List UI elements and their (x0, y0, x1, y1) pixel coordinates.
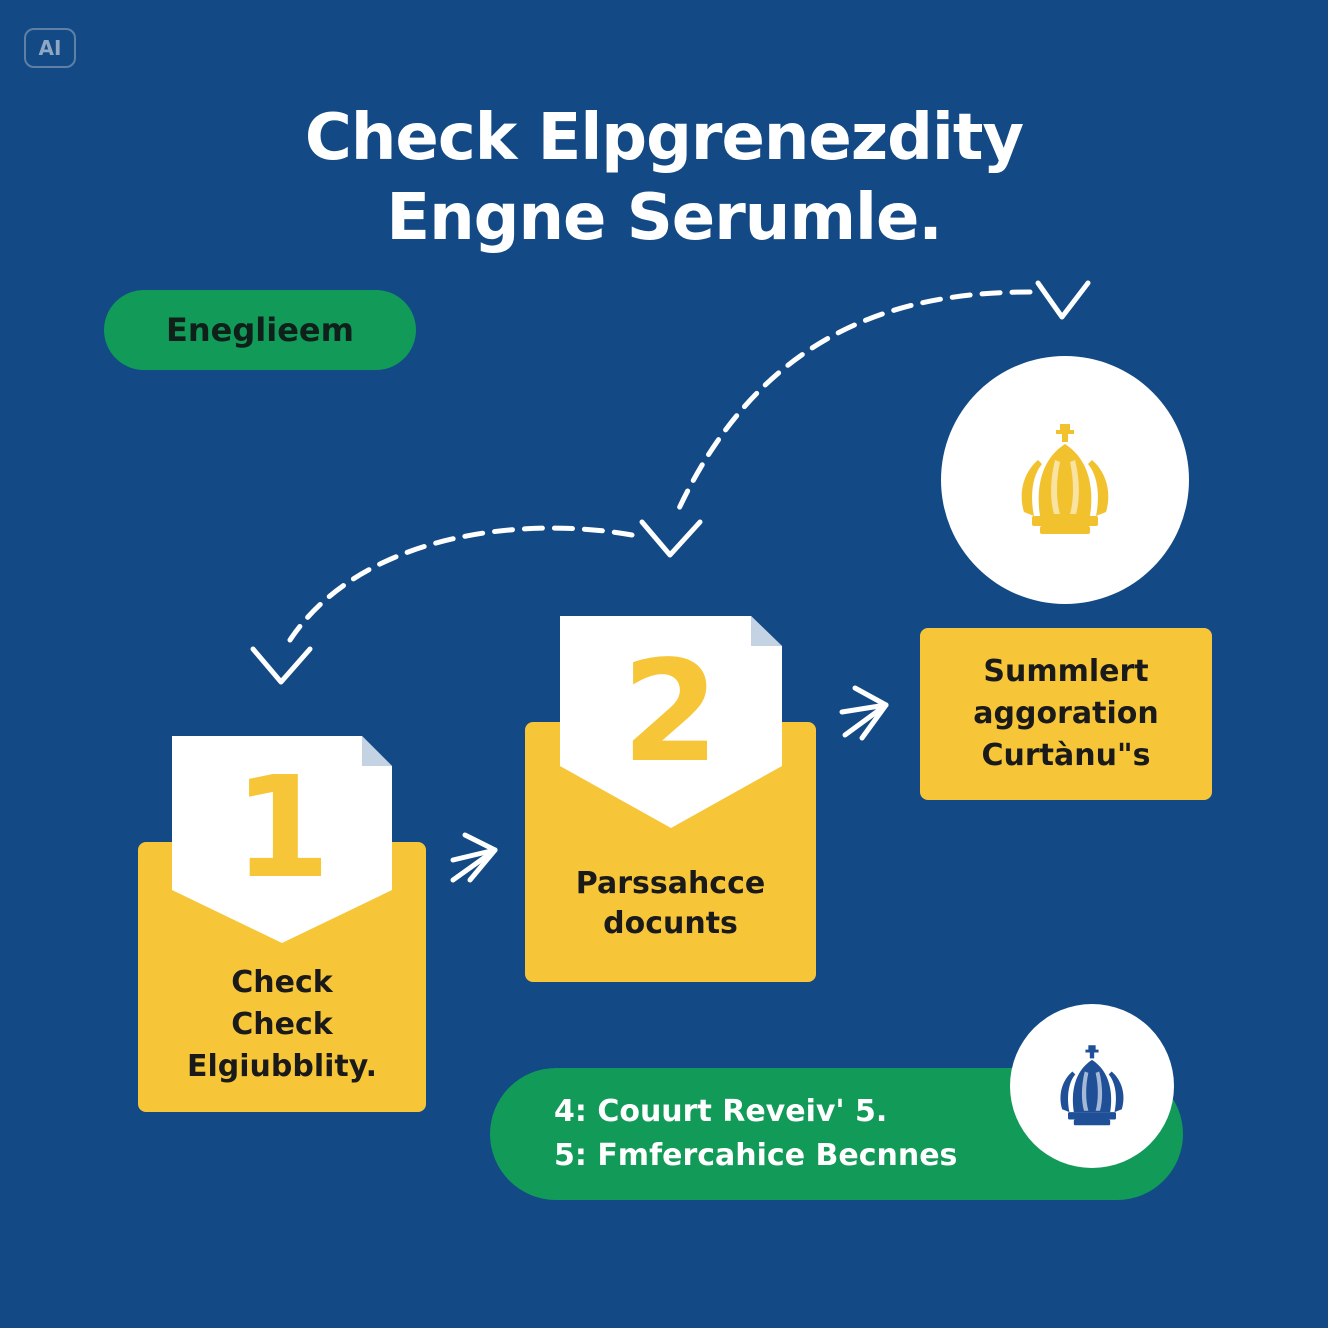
bottom-pill-line-1: 4: Couurt Reveiv' 5. (554, 1094, 888, 1129)
arrow-step1-to-step2 (450, 832, 498, 883)
summary-box: Summlert aggoration Curtànu"s (920, 628, 1212, 800)
step-1-number: 1 (233, 747, 331, 910)
arrowhead-top (1035, 280, 1091, 320)
step-1-card: 1 Check Check Elgiubblity. (138, 736, 426, 1112)
step-2-document-icon (560, 616, 782, 828)
step-1-document-icon (172, 736, 392, 943)
dashed-arrow-left (287, 525, 635, 643)
dashed-arrow-top (673, 289, 1033, 518)
summary-line-3: Curtànu"s (981, 738, 1151, 773)
title-line-1: Check Elpgrenezdity (304, 101, 1024, 175)
bottom-emblem-circle (1010, 1004, 1174, 1168)
step-2-card: 2 Parssahcce docunts (525, 616, 816, 982)
arrowhead-left (250, 646, 313, 685)
arrow-step2-to-summary (839, 685, 889, 741)
title-line-2: Engne Serumle. (386, 181, 942, 255)
crown-bell-emblem-icon (1060, 1045, 1124, 1126)
step-2-label: Parssahcce docunts (575, 866, 766, 941)
bottom-pill-line-2: 5: Fmfercahice Becnnes (554, 1138, 958, 1173)
ai-badge: AI (24, 28, 76, 68)
step-2-number: 2 (621, 631, 720, 794)
summary-line-1: Summlert (983, 654, 1149, 689)
top-emblem-circle (941, 356, 1189, 604)
summary-line-2: aggoration (973, 696, 1159, 731)
category-tag: Eneglieem (104, 290, 416, 370)
category-tag-label: Eneglieem (166, 311, 354, 349)
crown-bell-emblem-icon (1021, 424, 1109, 534)
arrowhead-middle (639, 519, 703, 558)
diagram-title: Check Elpgrenezdity Engne Serumle. (0, 98, 1328, 258)
step-1-label: Check Check Elgiubblity. (187, 965, 377, 1084)
